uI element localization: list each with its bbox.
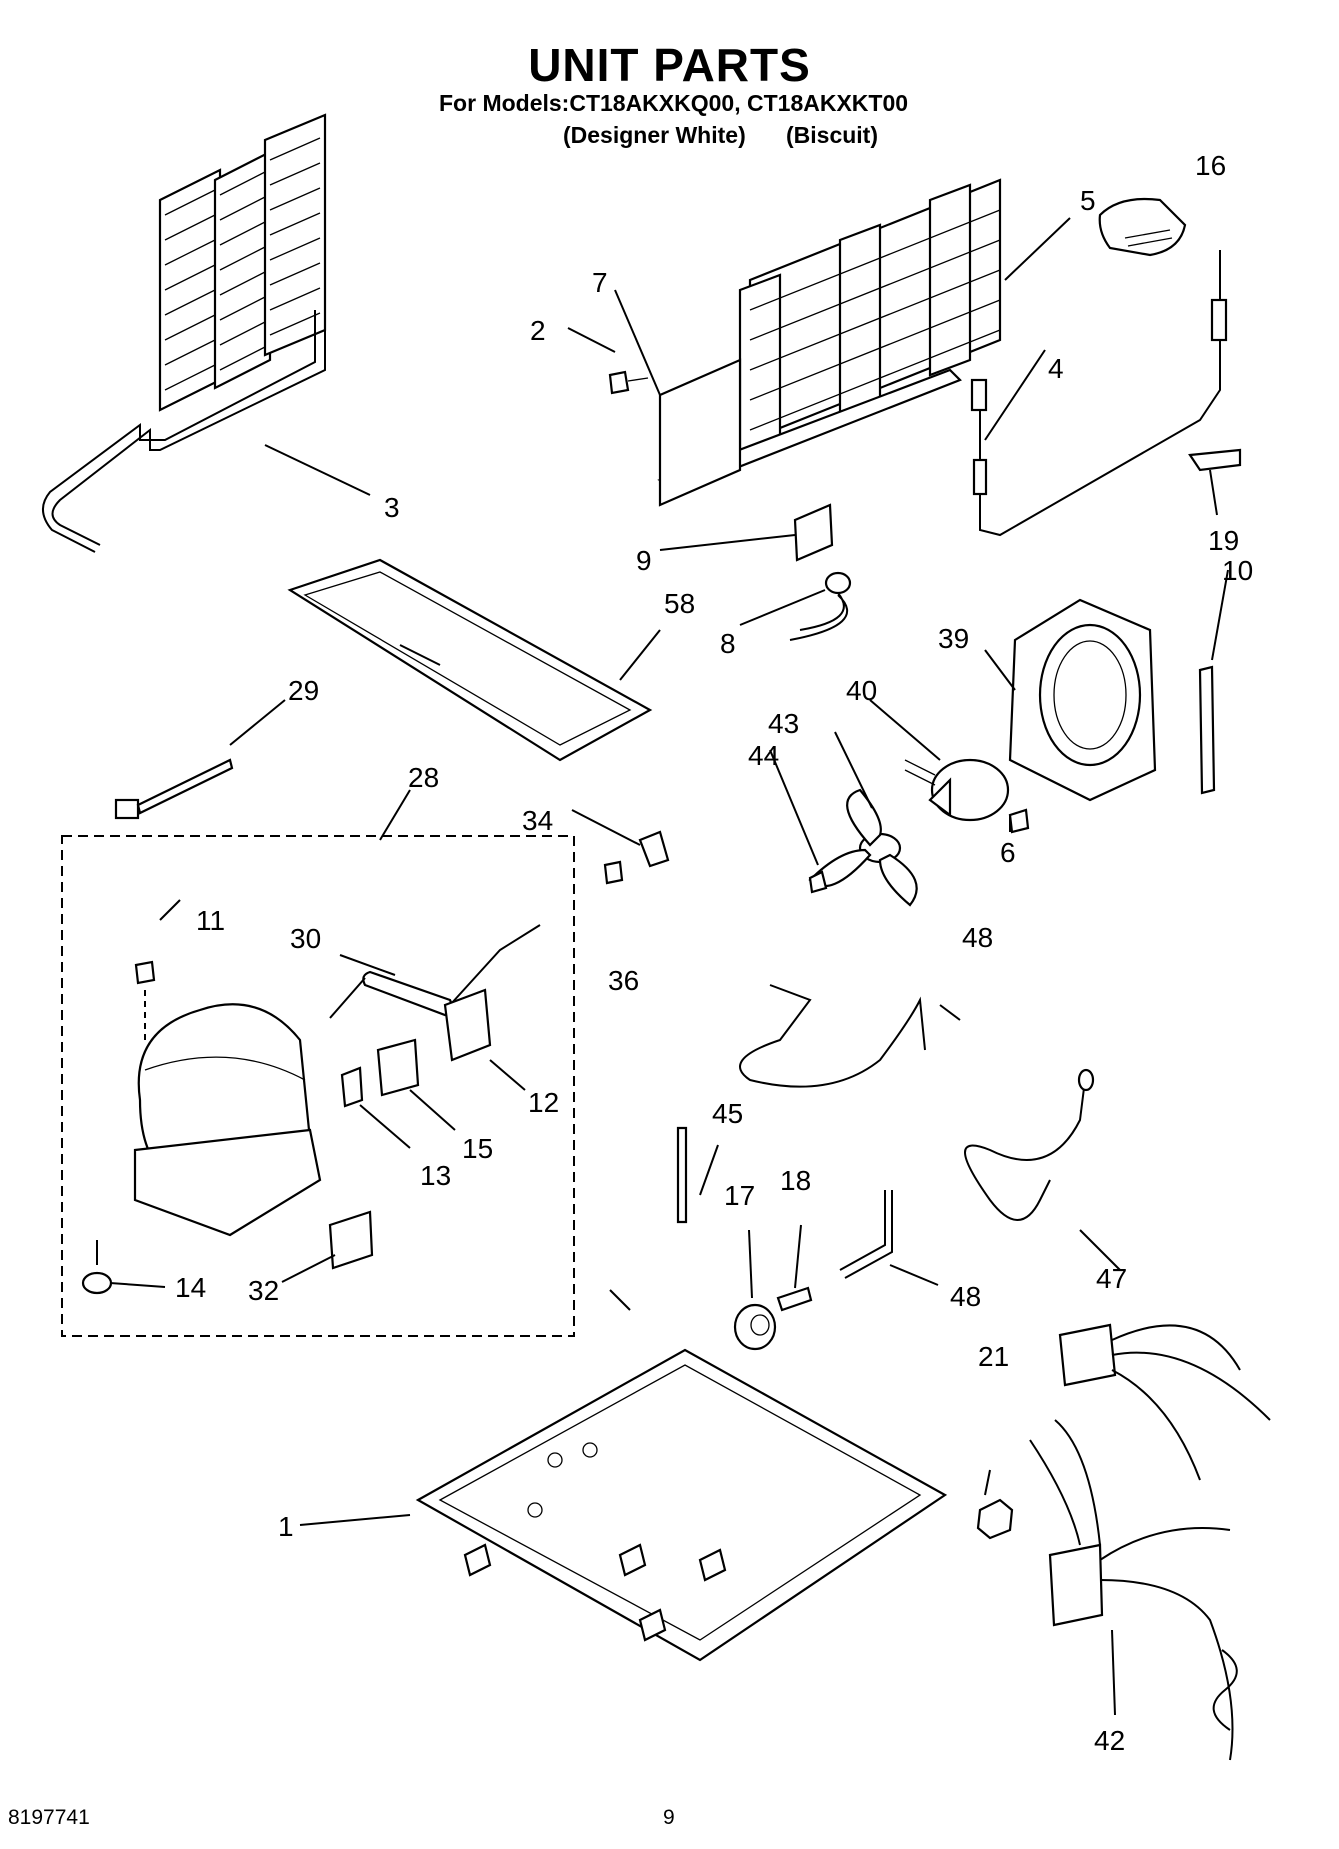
- callout-36: 36: [608, 965, 639, 996]
- variant-designer-white: (Designer White): [563, 122, 746, 148]
- tube-connector: [839, 1190, 886, 1271]
- screw-icon: [1008, 808, 1030, 834]
- models-line: For Models:CT18AKXKQ00, CT18AKXKT00: [439, 90, 909, 116]
- callout-2: 2: [530, 315, 546, 346]
- variant-biscuit: (Biscuit): [786, 122, 878, 148]
- evaporator-cover-bracket: [658, 358, 742, 507]
- cap-part: [1098, 197, 1187, 257]
- callout-43: 43: [768, 708, 799, 739]
- callout-14: 14: [175, 1272, 206, 1303]
- callout-19: 19: [1208, 525, 1239, 556]
- callout-44: 44: [748, 740, 779, 771]
- relay: [443, 988, 492, 1062]
- filter-drier: [329, 924, 541, 1019]
- callout-12: 12: [528, 1087, 559, 1118]
- callout-28: 28: [408, 762, 439, 793]
- page-number: 9: [663, 1806, 675, 1829]
- overload-protector: [376, 1038, 420, 1097]
- compressor-kit-boundary: [61, 835, 575, 1337]
- bracket-part: [793, 503, 834, 562]
- drain-tube: [739, 984, 926, 1088]
- callout-10: 10: [1222, 555, 1253, 586]
- callout-5: 5: [1080, 185, 1096, 216]
- callout-34: 34: [522, 805, 553, 836]
- screw-icon: [603, 860, 624, 885]
- callout-47: 47: [1096, 1263, 1127, 1294]
- callout-8: 8: [720, 628, 736, 659]
- drain-pan: [287, 558, 653, 762]
- callout-11: 11: [196, 905, 225, 936]
- base-frame: [415, 1348, 948, 1662]
- callout-42: 42: [1094, 1725, 1125, 1756]
- capacitor: [328, 1210, 374, 1270]
- wiring-harness: [1029, 1323, 1271, 1761]
- callout-18: 18: [780, 1165, 811, 1196]
- bracket-clip: [638, 830, 670, 868]
- pin-part: [676, 1126, 688, 1224]
- callout-48: 48: [950, 1281, 981, 1312]
- callout-numbers: 3 2 7 5 16 4 19 10 9 58 8 39 40 43 44 6 …: [175, 150, 1253, 1756]
- callout-4: 4: [1048, 353, 1064, 384]
- terminal-cover: [340, 1066, 364, 1108]
- callout-58: 58: [664, 588, 695, 619]
- callout-45: 45: [712, 1098, 743, 1129]
- callout-39: 39: [938, 623, 969, 654]
- compressor: [133, 1003, 322, 1237]
- water-tube: [964, 1079, 1086, 1221]
- clip-retainer: [808, 870, 828, 894]
- grommet: [81, 1271, 113, 1295]
- callout-1: 1: [278, 1511, 294, 1542]
- screw-icon: [134, 960, 156, 985]
- condenser-coil: [42, 113, 327, 553]
- callout-29: 30: [290, 923, 321, 954]
- nut-part: [976, 1498, 1014, 1540]
- defrost-heater-connector: [789, 571, 852, 641]
- callout-46: 48: [962, 922, 993, 953]
- callout-16: 16: [1195, 150, 1226, 181]
- gasket-strip: [1198, 665, 1216, 795]
- fan-shroud: [1008, 598, 1157, 802]
- callout-40: 40: [846, 675, 877, 706]
- clip-part: [1188, 448, 1242, 472]
- document-number: 8197741: [8, 1806, 90, 1829]
- callout-7: 7: [592, 267, 608, 298]
- thermistor-wire: [970, 250, 1228, 537]
- callout-17: 17: [724, 1180, 755, 1211]
- leader-lines: [109, 217, 1229, 1716]
- screw-icon: [776, 1286, 813, 1312]
- screw-icon: [608, 370, 649, 395]
- page-title: UNIT PARTS: [528, 39, 811, 91]
- callout-30: 29: [288, 675, 319, 706]
- callout-21: 21: [978, 1341, 1009, 1372]
- evaporator-fan-motor: [904, 758, 1010, 822]
- callout-13: 13: [420, 1160, 451, 1191]
- cable-tie: [114, 758, 234, 820]
- fan-blade: [808, 788, 918, 907]
- callout-15: 15: [462, 1133, 493, 1164]
- callout-32: 32: [248, 1275, 279, 1306]
- callout-9: 9: [636, 545, 652, 576]
- callout-6: 6: [1000, 837, 1016, 868]
- callout-3: 3: [384, 492, 400, 523]
